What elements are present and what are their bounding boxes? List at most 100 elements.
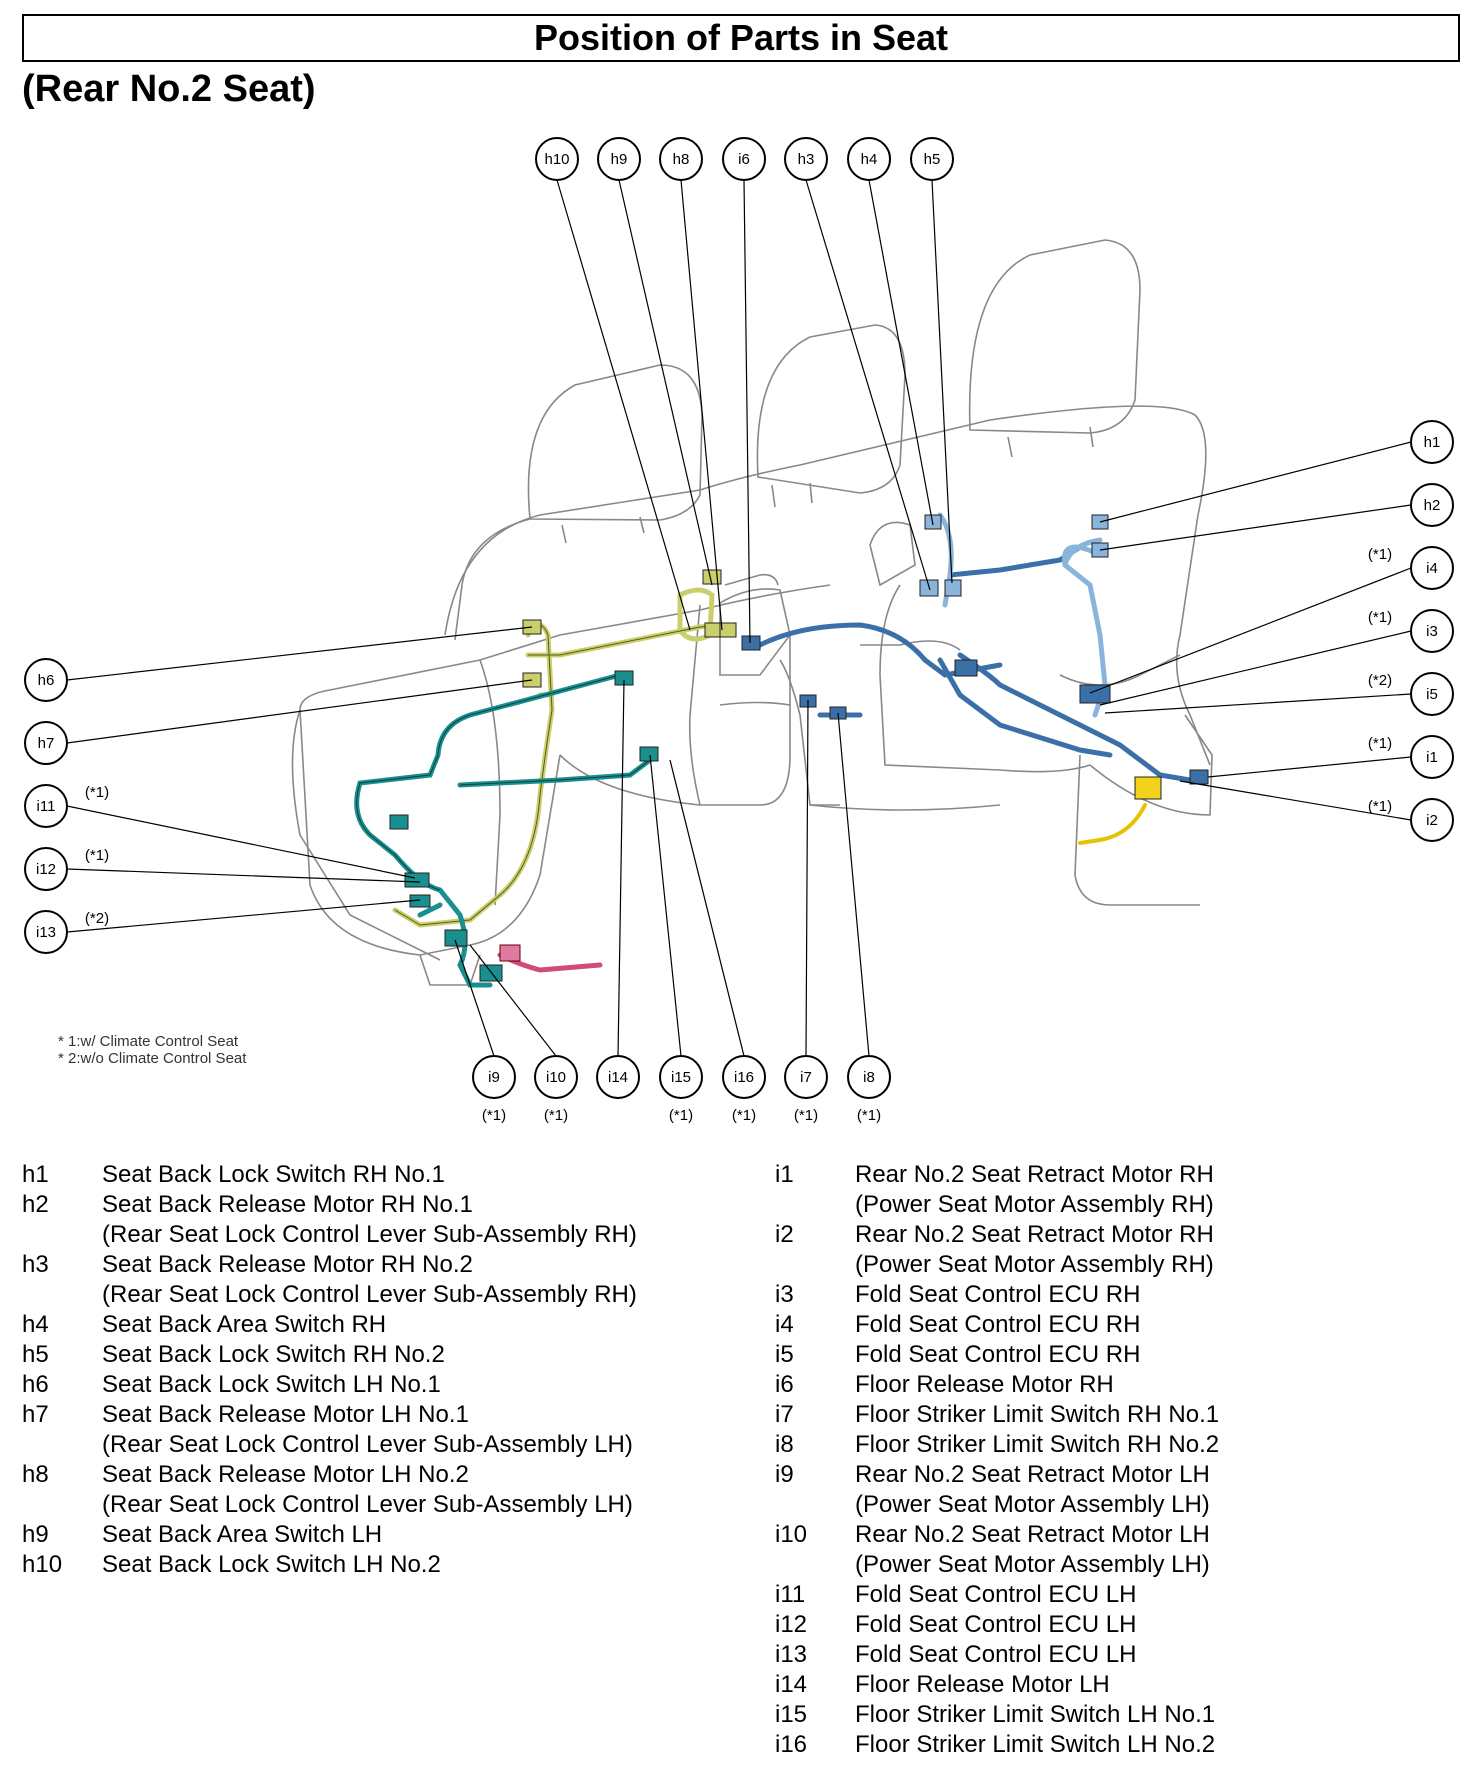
callout-i14-label: i14 bbox=[608, 1069, 628, 1086]
legend-description: Fold Seat Control ECU RH bbox=[855, 1340, 1475, 1370]
legend-code: i11 bbox=[775, 1581, 806, 1608]
callout-i10: i10(*1) bbox=[534, 1055, 578, 1124]
legend-description: Fold Seat Control ECU RH bbox=[855, 1280, 1475, 1310]
legend-line: Seat Back Lock Switch RH No.1 bbox=[102, 1161, 445, 1188]
page-title: Position of Parts in Seat bbox=[22, 14, 1460, 62]
leader-line bbox=[617, 679, 625, 1057]
callout-i6-label: i6 bbox=[738, 151, 750, 168]
legend-line: Rear No.2 Seat Retract Motor LH bbox=[855, 1461, 1210, 1488]
callout-leaders bbox=[66, 179, 1412, 1057]
legend-description: Floor Striker Limit Switch RH No.1 bbox=[855, 1400, 1475, 1430]
leader-line bbox=[66, 679, 533, 744]
legend-description: Floor Release Motor LH bbox=[855, 1670, 1475, 1700]
callout-h1-label: h1 bbox=[1424, 434, 1441, 451]
callout-i16: i16 (*1) bbox=[722, 1055, 766, 1124]
callout-i9-label: i9 bbox=[488, 1069, 500, 1086]
callout-i2-note: (*1) bbox=[1368, 798, 1392, 815]
callout-i14: i14 bbox=[596, 1055, 640, 1099]
callout-i13-label: i13 bbox=[36, 924, 56, 941]
callout-h4: h4 bbox=[847, 137, 891, 181]
callout-i1: i1(*1) bbox=[1368, 735, 1454, 779]
legend-code: h7 bbox=[22, 1401, 49, 1428]
leader-line bbox=[66, 626, 533, 681]
legend-description: Seat Back Release Motor LH No.2(Rear Sea… bbox=[102, 1460, 752, 1520]
legend-description: Seat Back Area Switch LH bbox=[102, 1520, 752, 1550]
legend-line: Seat Back Release Motor RH No.1 bbox=[102, 1191, 473, 1218]
callout-i11-note: (*1) bbox=[85, 784, 109, 801]
callout-i7-note: (*1) bbox=[794, 1107, 818, 1124]
leader-line bbox=[1099, 630, 1412, 706]
callout-h1: h1 bbox=[1410, 420, 1454, 464]
legend-line: Seat Back Lock Switch LH No.2 bbox=[102, 1551, 441, 1578]
callout-h6-label: h6 bbox=[38, 672, 55, 689]
legend-line: Floor Striker Limit Switch RH No.1 bbox=[855, 1401, 1220, 1428]
legend-description: Seat Back Lock Switch RH No.1 bbox=[102, 1160, 752, 1190]
legend-row-i10: i10 Rear No.2 Seat Retract Motor LH(Power… bbox=[775, 1520, 1475, 1580]
legend-description: Rear No.2 Seat Retract Motor LH(Power Se… bbox=[855, 1460, 1475, 1520]
note-climate-control: * 1:w/ Climate Control Seat bbox=[58, 1033, 239, 1050]
legend-code: i10 bbox=[775, 1521, 808, 1548]
legend-line: Fold Seat Control ECU LH bbox=[855, 1581, 1137, 1608]
legend-row-h3: h3 Seat Back Release Motor RH No.2(Rear S… bbox=[22, 1250, 752, 1310]
callout-h2-label: h2 bbox=[1424, 497, 1441, 514]
callout-i16-note: (*1) bbox=[732, 1107, 756, 1124]
callout-i16-label: i16 bbox=[734, 1069, 754, 1086]
callout-h3-label: h3 bbox=[798, 151, 815, 168]
legend-description: Fold Seat Control ECU LH bbox=[855, 1610, 1475, 1640]
legend-line: Fold Seat Control ECU LH bbox=[855, 1611, 1137, 1638]
leader-line bbox=[837, 712, 870, 1057]
legend-description: Fold Seat Control ECU RH bbox=[855, 1310, 1475, 1340]
leader-line bbox=[805, 699, 809, 1057]
callout-i15-label: i15 bbox=[671, 1069, 691, 1086]
legend-line: Rear No.2 Seat Retract Motor RH bbox=[855, 1161, 1214, 1188]
seat-wiring-diagram: h10 h9 h8 i6 h3 h4 h5 h1 h2 i4(*1) i3(*1… bbox=[24, 137, 1454, 1124]
callout-i3-note: (*1) bbox=[1368, 609, 1392, 626]
legend-line: Fold Seat Control ECU RH bbox=[855, 1281, 1141, 1308]
leader-line bbox=[868, 179, 934, 526]
legend-line: Seat Back Lock Switch LH No.1 bbox=[102, 1371, 441, 1398]
legend-description: Rear No.2 Seat Retract Motor LH(Power Se… bbox=[855, 1520, 1475, 1580]
callout-i3-label: i3 bbox=[1426, 623, 1438, 640]
callout-i1-label: i1 bbox=[1426, 749, 1438, 766]
legend-description: Seat Back Release Motor RH No.2(Rear Sea… bbox=[102, 1250, 752, 1310]
legend-line: Seat Back Area Switch LH bbox=[102, 1521, 383, 1548]
leader-line bbox=[649, 754, 682, 1057]
callout-i8-label: i8 bbox=[863, 1069, 875, 1086]
callout-i5: i5(*2) bbox=[1368, 672, 1454, 716]
callout-i3: i3 (*1) bbox=[1368, 609, 1454, 653]
legend-code: h3 bbox=[22, 1251, 49, 1278]
callout-i5-label: i5 bbox=[1426, 686, 1438, 703]
callout-h9-label: h9 bbox=[611, 151, 628, 168]
callout-h3: h3 bbox=[784, 137, 828, 181]
callout-h9: h9 bbox=[597, 137, 641, 181]
leader-line bbox=[1099, 504, 1412, 551]
legend-code: i15 bbox=[775, 1701, 808, 1728]
callout-h8: h8 bbox=[659, 137, 703, 181]
legend-description: Floor Release Motor RH bbox=[855, 1370, 1475, 1400]
legend-line: Fold Seat Control ECU LH bbox=[855, 1641, 1137, 1668]
callout-i4-note: (*1) bbox=[1368, 546, 1392, 563]
leader-line bbox=[1089, 567, 1412, 694]
legend-line: Floor Striker Limit Switch RH No.2 bbox=[855, 1431, 1220, 1458]
legend-description: Fold Seat Control ECU LH bbox=[855, 1580, 1475, 1610]
legend-line: Floor Striker Limit Switch LH No.2 bbox=[855, 1731, 1216, 1758]
leader-line bbox=[66, 899, 421, 933]
legend-line: (Rear Seat Lock Control Lever Sub-Assemb… bbox=[102, 1281, 637, 1308]
callout-i10-note: (*1) bbox=[544, 1107, 568, 1124]
callout-i9: i9(*1) bbox=[472, 1055, 516, 1124]
callout-i13: i13(*2) bbox=[24, 910, 109, 954]
callout-h7: h7 bbox=[24, 721, 68, 765]
